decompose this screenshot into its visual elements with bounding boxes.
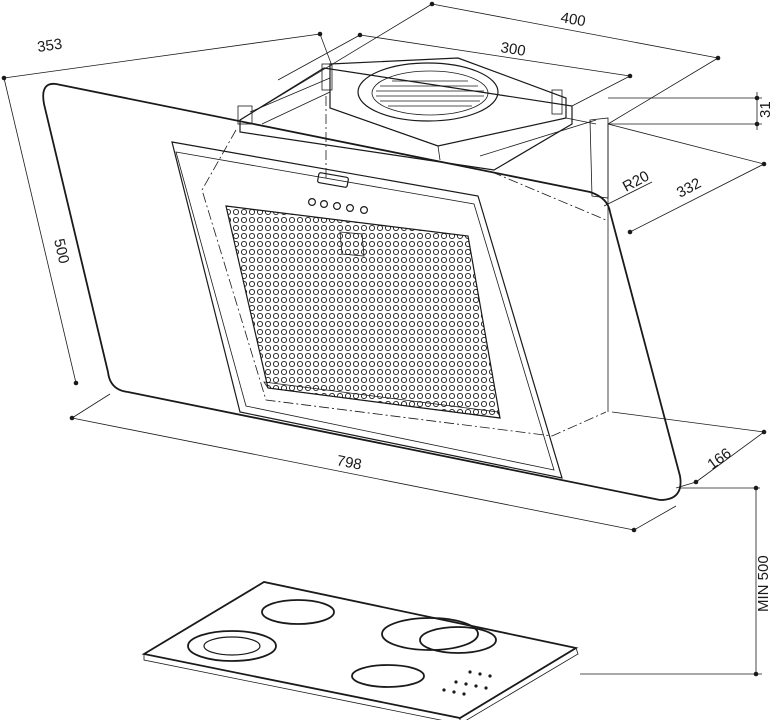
grease-filter — [225, 205, 501, 419]
inner-frame — [171, 141, 563, 479]
dim-31-label: 31 — [757, 101, 773, 118]
dim-332-label: 332 — [674, 175, 704, 202]
hidden-outline — [201, 96, 607, 437]
control-button-3[interactable] — [333, 202, 342, 211]
fan-outlet — [357, 62, 499, 122]
motor-housing — [237, 57, 609, 199]
dim-300-label: 300 — [499, 39, 526, 60]
control-button-5[interactable] — [360, 206, 369, 215]
burner-rear-left — [261, 599, 335, 625]
cooktop — [141, 581, 579, 720]
dim-400-label: 400 — [559, 9, 587, 30]
dim-500-label: 500 — [50, 237, 72, 265]
dim-798-label: 798 — [335, 452, 363, 473]
dim-min500-label: MIN 500 — [755, 555, 772, 612]
dim-r20-label: R20 — [620, 168, 652, 196]
cooktop-controls — [442, 670, 492, 696]
burner-rear-right — [381, 617, 479, 651]
burner-front-left — [187, 630, 277, 662]
dim-166-label: 166 — [704, 445, 734, 473]
control-button-4[interactable] — [346, 204, 355, 213]
control-button-2[interactable] — [320, 200, 329, 209]
glass-panel — [42, 82, 682, 501]
control-panel — [308, 172, 369, 215]
control-button-1[interactable] — [308, 198, 317, 207]
dim-353-label: 353 — [36, 36, 63, 56]
burner-front-right — [351, 664, 425, 688]
